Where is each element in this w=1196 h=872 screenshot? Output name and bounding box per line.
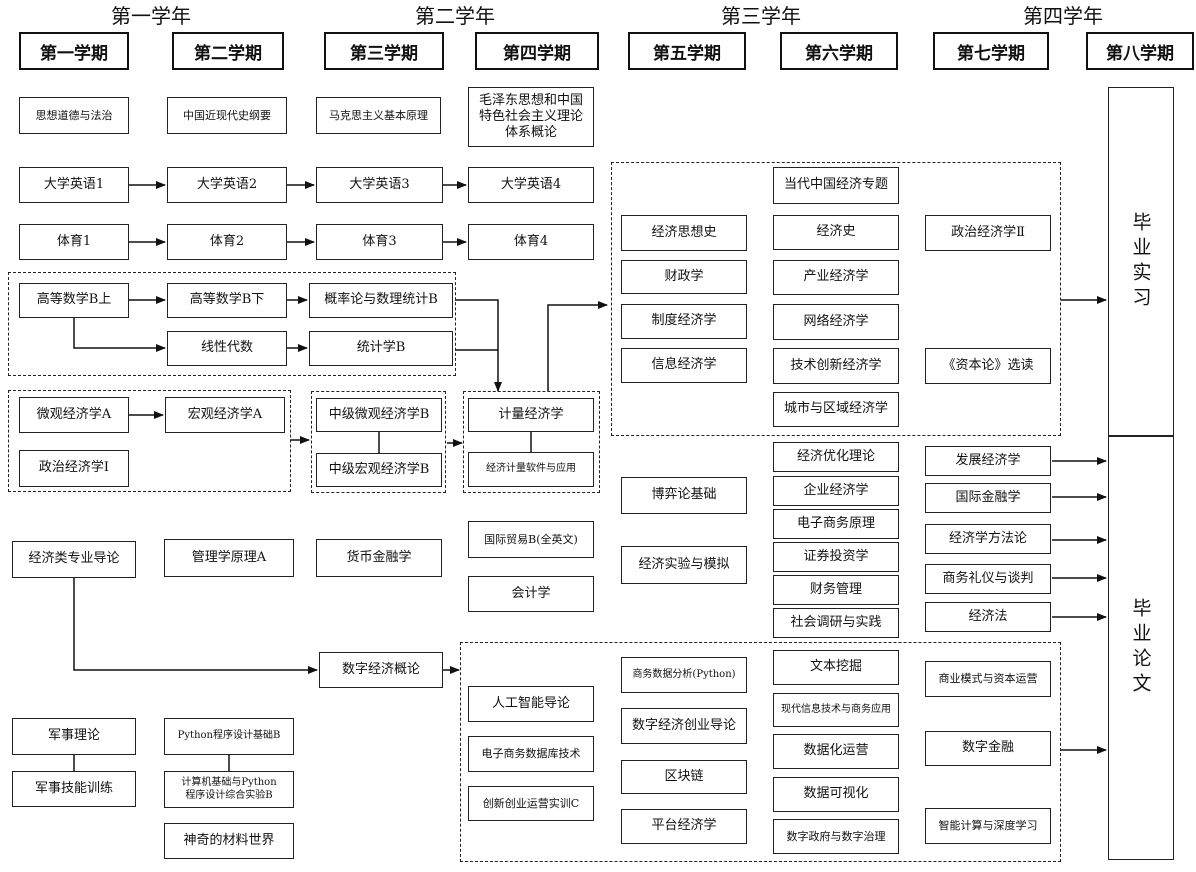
course-box: 政治经济学Ⅱ (925, 215, 1051, 251)
course-box: 电子商务原理 (773, 509, 899, 539)
year-label: 第四学年 (1023, 4, 1103, 28)
course-box: 电子商务数据库技术 (468, 736, 594, 772)
semester-header: 第八学期 (1086, 32, 1194, 70)
course-box: 经济史 (773, 215, 899, 250)
course-box: 大学英语2 (167, 167, 287, 203)
thesis-box: 毕业论文 (1108, 436, 1174, 860)
semester-header: 第七学期 (933, 32, 1049, 70)
course-box: 体育2 (167, 224, 287, 260)
course-box: 商务数据分析(Python) (621, 657, 747, 693)
course-box: 人工智能导论 (468, 686, 594, 722)
course-box: 数字经济概论 (319, 652, 443, 688)
math-group (8, 272, 456, 376)
intermediate-economics-group (311, 391, 446, 493)
course-box: 财务管理 (773, 575, 899, 605)
course-box: 区块链 (621, 760, 747, 794)
course-box: 会计学 (468, 576, 594, 612)
course-box: 线性代数 (167, 331, 287, 366)
course-box: 制度经济学 (621, 304, 747, 339)
course-box: 经济思想史 (621, 215, 747, 251)
course-box: 中级微观经济学B (316, 398, 442, 432)
course-box: 产业经济学 (773, 260, 899, 295)
course-box: 毛泽东思想和中国 特色社会主义理论 体系概论 (468, 87, 594, 147)
course-box: 数据可视化 (773, 777, 899, 812)
course-box: 军事理论 (12, 718, 136, 755)
year-label: 第一学年 (111, 4, 191, 28)
course-box: 经济学方法论 (925, 524, 1051, 554)
course-box: 宏观经济学A (165, 397, 285, 433)
course-box: 经济计量软件与应用 (468, 452, 594, 487)
course-box: 经济实验与模拟 (621, 546, 747, 584)
course-box: 军事技能训练 (12, 771, 136, 807)
course-box: 社会调研与实践 (773, 608, 899, 638)
year-label: 第三学年 (721, 4, 801, 28)
internship-box: 毕业实习 (1108, 87, 1174, 436)
internship-label: 毕业实习 (1129, 211, 1152, 312)
course-box: 发展经济学 (925, 446, 1051, 476)
course-box: 经济类专业导论 (12, 541, 136, 578)
course-box: 经济法 (925, 602, 1051, 632)
course-box: 国际贸易B(全英文) (468, 521, 594, 558)
course-box: 智能计算与深度学习 (925, 808, 1051, 844)
course-box: 思想道德与法治 (19, 97, 129, 134)
course-box: 创新创业运营实训C (468, 786, 594, 821)
year-label: 第二学年 (415, 4, 495, 28)
course-box: 网络经济学 (773, 304, 899, 340)
course-box: 中级宏观经济学B (316, 453, 442, 487)
course-box: 高等数学B下 (167, 283, 287, 318)
course-box: 体育3 (316, 224, 443, 260)
course-box: 国际金融学 (925, 483, 1051, 513)
course-box: 马克思主义基本原理 (316, 97, 441, 134)
course-box: 博弈论基础 (621, 477, 747, 514)
course-box: 技术创新经济学 (773, 348, 899, 384)
course-box: 《资本论》选读 (925, 348, 1051, 384)
course-box: 数字金融 (925, 731, 1051, 766)
year3-core-group (611, 162, 1061, 436)
course-box: 计量经济学 (468, 398, 594, 432)
course-box: 统计学B (309, 331, 453, 366)
course-box: 概率论与数理统计B (309, 283, 453, 318)
course-box: 数字政府与数字治理 (773, 819, 899, 854)
economics-foundation-group (8, 390, 291, 492)
course-box: Python程序设计基础B (164, 718, 294, 755)
semester-header: 第五学期 (628, 32, 746, 70)
semester-header: 第一学期 (19, 32, 129, 70)
course-box: 政治经济学Ⅰ (19, 450, 129, 487)
course-box: 大学英语3 (316, 167, 443, 203)
semester-header: 第四学期 (475, 32, 599, 70)
course-box: 城市与区域经济学 (773, 392, 899, 427)
course-box: 现代信息技术与商务应用 (773, 693, 899, 727)
course-box: 计算机基础与Python 程序设计综合实验B (164, 771, 294, 808)
course-box: 文本挖掘 (773, 650, 899, 685)
course-box: 商业模式与资本运营 (925, 661, 1051, 697)
course-box: 当代中国经济专题 (773, 167, 899, 204)
course-box: 财政学 (621, 260, 747, 294)
thesis-label: 毕业论文 (1129, 598, 1152, 698)
course-box: 企业经济学 (773, 476, 899, 506)
course-box: 高等数学B上 (19, 283, 129, 318)
course-box: 货币金融学 (316, 539, 442, 577)
digital-economy-group (460, 642, 1061, 862)
semester-header: 第二学期 (172, 32, 284, 70)
course-box: 信息经济学 (621, 348, 747, 383)
course-box: 经济优化理论 (773, 442, 899, 472)
course-box: 管理学原理A (164, 539, 294, 577)
course-box: 数字经济创业导论 (621, 708, 747, 744)
semester-header: 第三学期 (324, 32, 444, 70)
course-box: 体育4 (468, 224, 594, 260)
course-box: 神奇的材料世界 (164, 823, 294, 859)
econometrics-group (463, 391, 600, 493)
course-box: 微观经济学A (19, 397, 129, 433)
course-box: 证券投资学 (773, 542, 899, 572)
course-box: 大学英语1 (19, 167, 129, 203)
semester-header: 第六学期 (780, 32, 898, 70)
course-box: 体育1 (19, 224, 129, 260)
course-box: 大学英语4 (468, 167, 594, 203)
course-box: 平台经济学 (621, 809, 747, 844)
course-box: 商务礼仪与谈判 (925, 564, 1051, 594)
course-box: 中国近现代史纲要 (167, 97, 287, 134)
course-box: 数据化运营 (773, 734, 899, 769)
